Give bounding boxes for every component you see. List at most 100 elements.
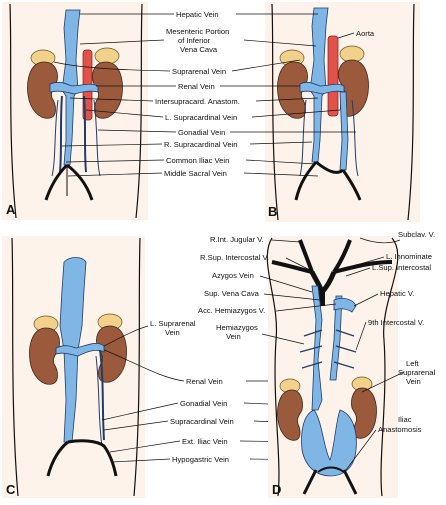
leader-r-supracardinal-left <box>61 143 163 147</box>
leader-intersupracard-left <box>69 97 154 102</box>
panel-d-left-iliac <box>342 469 358 495</box>
leader-gonadial-left <box>97 129 177 133</box>
panel-b: B <box>265 2 420 222</box>
label-iliac-1: Iliac <box>398 415 412 424</box>
leader-common-iliac-left <box>65 159 165 163</box>
leader-c-gonadial <box>101 402 179 421</box>
panel-b-l-supracardinal <box>339 91 349 171</box>
panel-c-supracardinal <box>99 349 105 441</box>
leader-c-suprarenal <box>103 325 149 347</box>
leader-d-left-suprarenal <box>361 371 405 393</box>
leader-d-subclav <box>359 237 401 244</box>
leader-c-supracardinal <box>103 420 169 431</box>
label-mesenteric-2: of Inferior <box>178 36 211 45</box>
panel-b-l-gonadal <box>351 99 359 177</box>
panel-a-right-contour <box>135 3 143 219</box>
leader-d-l-sup-intercostal <box>345 267 371 277</box>
panel-c-left-contour <box>11 237 19 497</box>
panel-d-renal-ring <box>301 409 357 477</box>
leader-suprarenal-right <box>231 59 301 72</box>
panel-a-l-supracardinal <box>83 95 87 173</box>
panel-d-leader-lines <box>259 237 405 471</box>
label-mesenteric-1: Mesenteric Portion <box>166 27 229 36</box>
panel-d-iliac-anastomosis <box>317 466 345 473</box>
leader-d-l-innominate <box>345 256 385 269</box>
label-l-innominate: L. Innominate <box>386 252 432 261</box>
leader-d-9th-intercostal <box>355 321 367 351</box>
label-c-ext-iliac: Ext. Iliac Vein <box>182 437 228 446</box>
leader-d-azygos <box>259 275 313 293</box>
panel-b-right-iliac <box>294 161 318 201</box>
label-iliac-2: Anastomosis <box>378 425 422 434</box>
leader-d-hepatic-v <box>353 293 379 307</box>
top-leader-lines <box>53 13 356 177</box>
leader-c-renal <box>103 349 185 382</box>
panel-a-renal-veins <box>49 81 99 95</box>
label-c-hypogastric: Hypogastric Vein <box>172 455 229 464</box>
leader-d-sup-vena-cava <box>263 293 321 301</box>
label-mesenteric-3: Vena Cava <box>180 45 218 54</box>
panel-a-left-kidney <box>92 61 123 119</box>
label-r-int-jugular: R.Int. Jugular V. <box>210 235 264 244</box>
panel-d-labels: R.Int. Jugular V. R.Sup. Intercostal V. … <box>198 230 435 434</box>
leader-intersupracard-right <box>255 97 319 102</box>
panel-a-r-supracardinal <box>59 95 63 173</box>
panel-b-letter: B <box>268 204 277 219</box>
leader-d-iliac <box>345 429 377 471</box>
panel-b-right-kidney <box>277 61 308 119</box>
leader-l-supracardinal-right <box>251 109 341 118</box>
panel-d-intercostal-veins <box>299 329 357 369</box>
leader-suprarenal-left <box>53 61 171 72</box>
label-c-gonadial-vein: Gonadial Vein <box>180 399 227 408</box>
panel-b-aorta <box>327 35 339 117</box>
panel-d-right-kidney <box>277 389 303 441</box>
panel-b-right-contour <box>407 3 415 221</box>
leader-mesenteric-left <box>79 39 165 45</box>
leader-middle-sacral-right <box>243 172 319 177</box>
label-hepatic-vein: Hepatic Vein <box>176 10 219 19</box>
label-renal-vein: Renal Vein <box>178 82 215 91</box>
label-hemiazygos-2: Vein <box>226 332 241 341</box>
leader-l-supracardinal-left <box>85 109 164 118</box>
label-hemiazygos-1: Hemiazygos <box>216 323 258 332</box>
panel-a-right-iliac <box>44 163 69 201</box>
panel-a-left-iliac <box>66 163 94 201</box>
panel-a-left-contour <box>9 3 17 219</box>
panel-a-right-kidney <box>27 61 58 119</box>
leader-c-hypogastric <box>111 458 171 463</box>
label-c-supracardinal-vein: Supracardinal Vein <box>170 417 234 426</box>
label-l-sup-intercostal: L.Sup. Intercostal <box>372 263 431 272</box>
label-subclav: Subclav. V. <box>398 230 435 239</box>
top-labels: Hepatic Vein Mesenteric Portion of Infer… <box>155 10 375 178</box>
panel-c-labels: L. Suprarenal Vein Renal Vein Gonadial V… <box>150 319 234 464</box>
panel-d-letter: D <box>272 482 281 497</box>
panel-a: A <box>2 2 148 220</box>
panel-c: C <box>2 236 145 498</box>
panel-a-left-adrenal <box>94 47 120 65</box>
leader-aorta <box>337 32 355 39</box>
panel-c-right-iliac <box>46 440 69 477</box>
label-r-sup-intercostal: R.Sup. Intercostal V. <box>200 253 269 262</box>
panel-d-left-contour <box>266 237 280 497</box>
panel-d-right-iliac <box>302 469 318 495</box>
label-gonadial-vein: Gonadial Vein <box>178 128 225 137</box>
panel-b-left-iliac <box>341 169 362 201</box>
label-9th-intercostal: 9th Intercostal V. <box>368 318 424 327</box>
panel-b-r-gonadal <box>299 99 307 177</box>
panel-b-iliac-anastomosis <box>315 160 344 174</box>
label-aorta: Aorta <box>356 29 375 38</box>
panel-c-renal-veins <box>55 343 105 357</box>
leader-d-hemiazygos <box>261 333 305 345</box>
leader-c-ext-iliac <box>109 440 181 453</box>
leader-d-r-int-jugular <box>271 239 301 243</box>
label-l-supracardinal: L. Supracardinal Vein <box>165 113 237 122</box>
label-common-iliac: Common Iliac Vein <box>166 156 229 165</box>
panel-d-l-innominate <box>320 271 337 294</box>
label-r-supracardinal: R. Supracardinal Vein <box>164 140 237 149</box>
label-intersupracard: Intersupracard. Anastom. <box>155 97 240 106</box>
label-sup-vena-cava: Sup. Vena Cava <box>204 289 260 298</box>
panel-b-left-contour <box>271 3 279 221</box>
leader-common-iliac-right <box>245 159 317 165</box>
panel-d-right-contour <box>380 237 399 497</box>
